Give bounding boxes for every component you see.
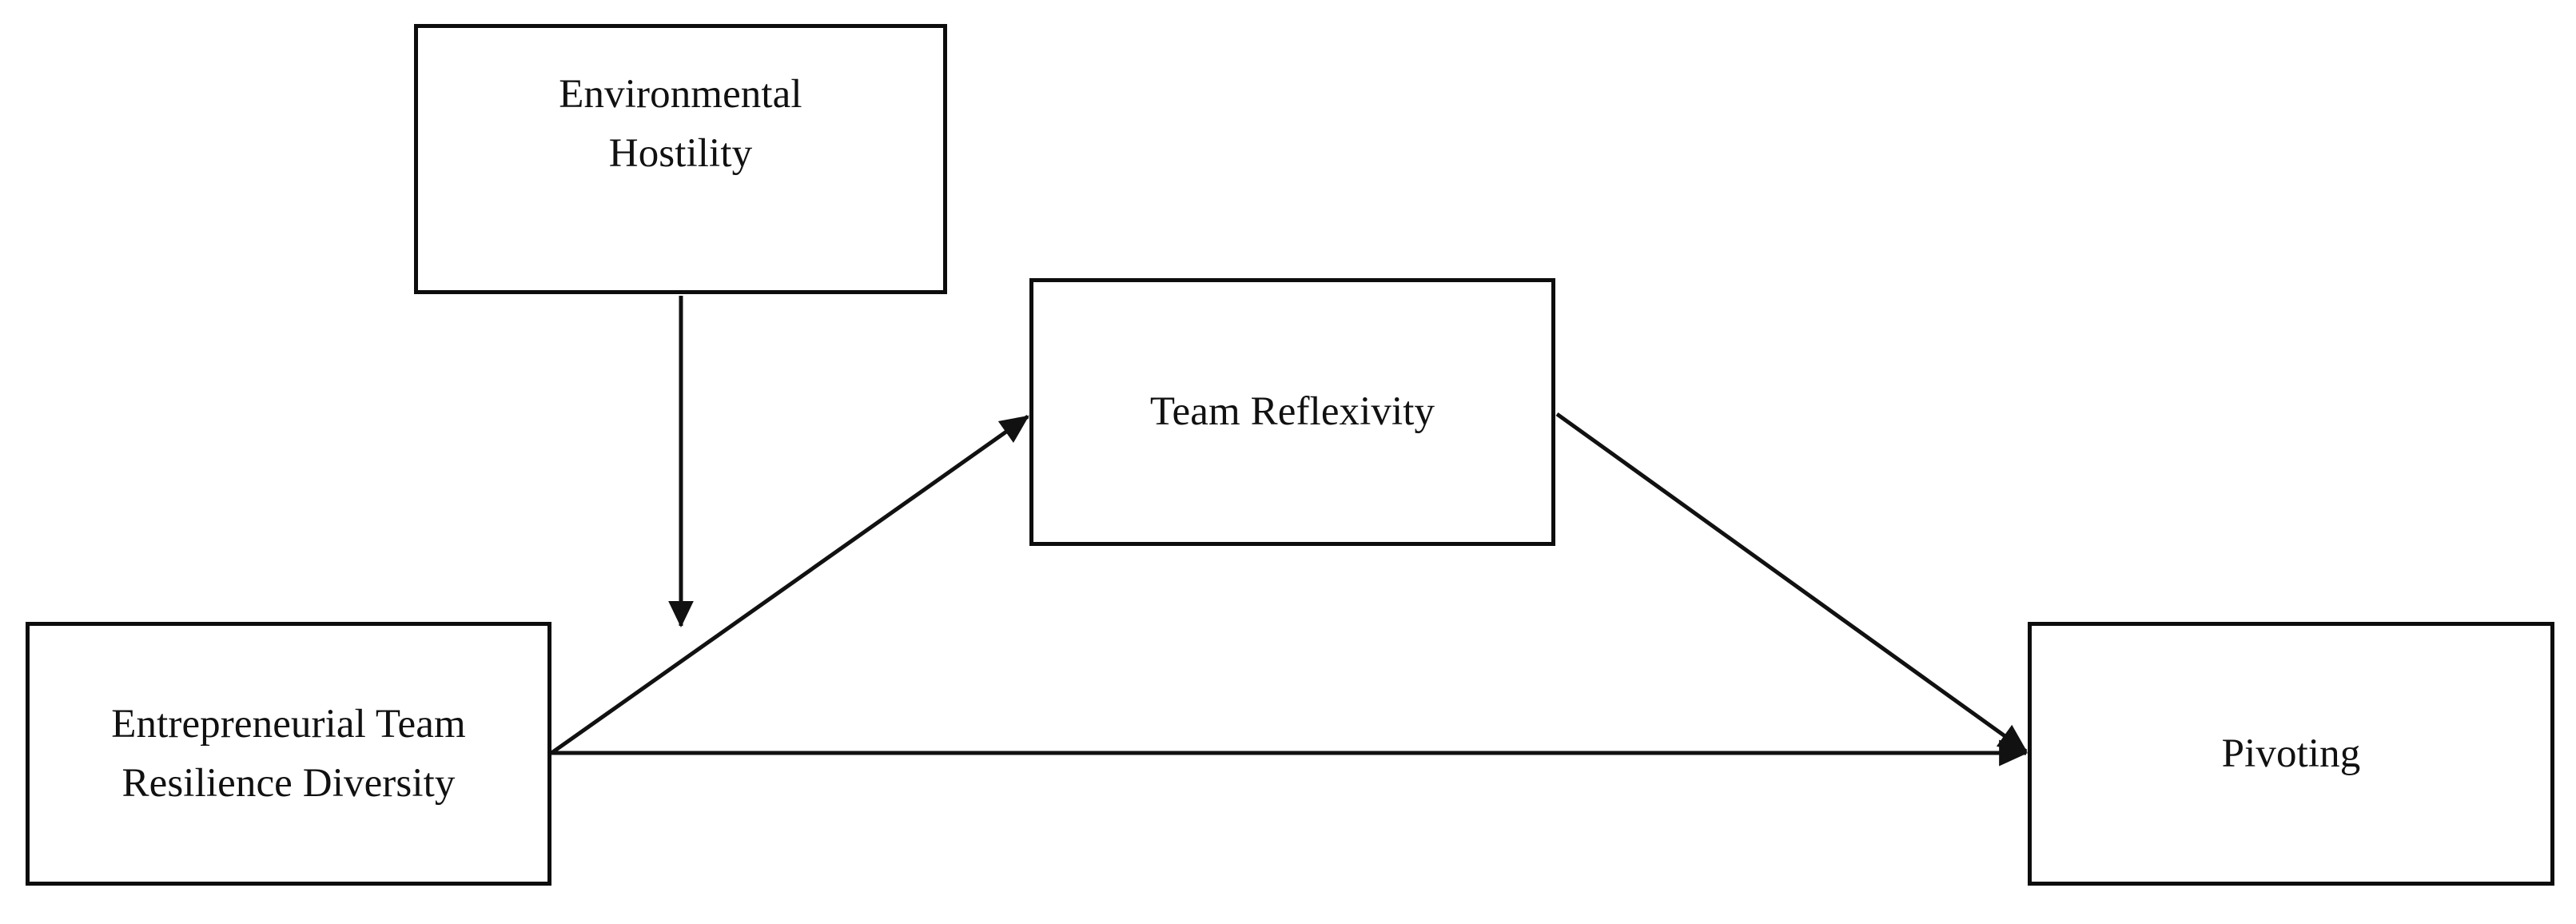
edge-etrd-to-team-reflexivity xyxy=(550,414,1029,755)
edge-team-reflexivity-to-pivoting xyxy=(1555,412,2028,754)
node-entrepreneurial-team-resilience-diversity[interactable]: Entrepreneurial Team Resilience Diversit… xyxy=(26,622,551,886)
node-label-team-reflexivity: Team Reflexivity xyxy=(1149,389,1435,435)
node-environmental-hostility[interactable]: Environmental Hostility xyxy=(414,24,947,294)
node-label-pivoting: Pivoting xyxy=(2221,731,2361,776)
node-label-environmental-hostility: Environmental Hostility xyxy=(559,72,802,177)
node-team-reflexivity[interactable]: Team Reflexivity xyxy=(1029,278,1555,546)
node-pivoting[interactable]: Pivoting xyxy=(2028,622,2554,886)
node-label-entrepreneurial-team-resilience-diversity: Entrepreneurial Team Resilience Diversit… xyxy=(111,701,466,806)
